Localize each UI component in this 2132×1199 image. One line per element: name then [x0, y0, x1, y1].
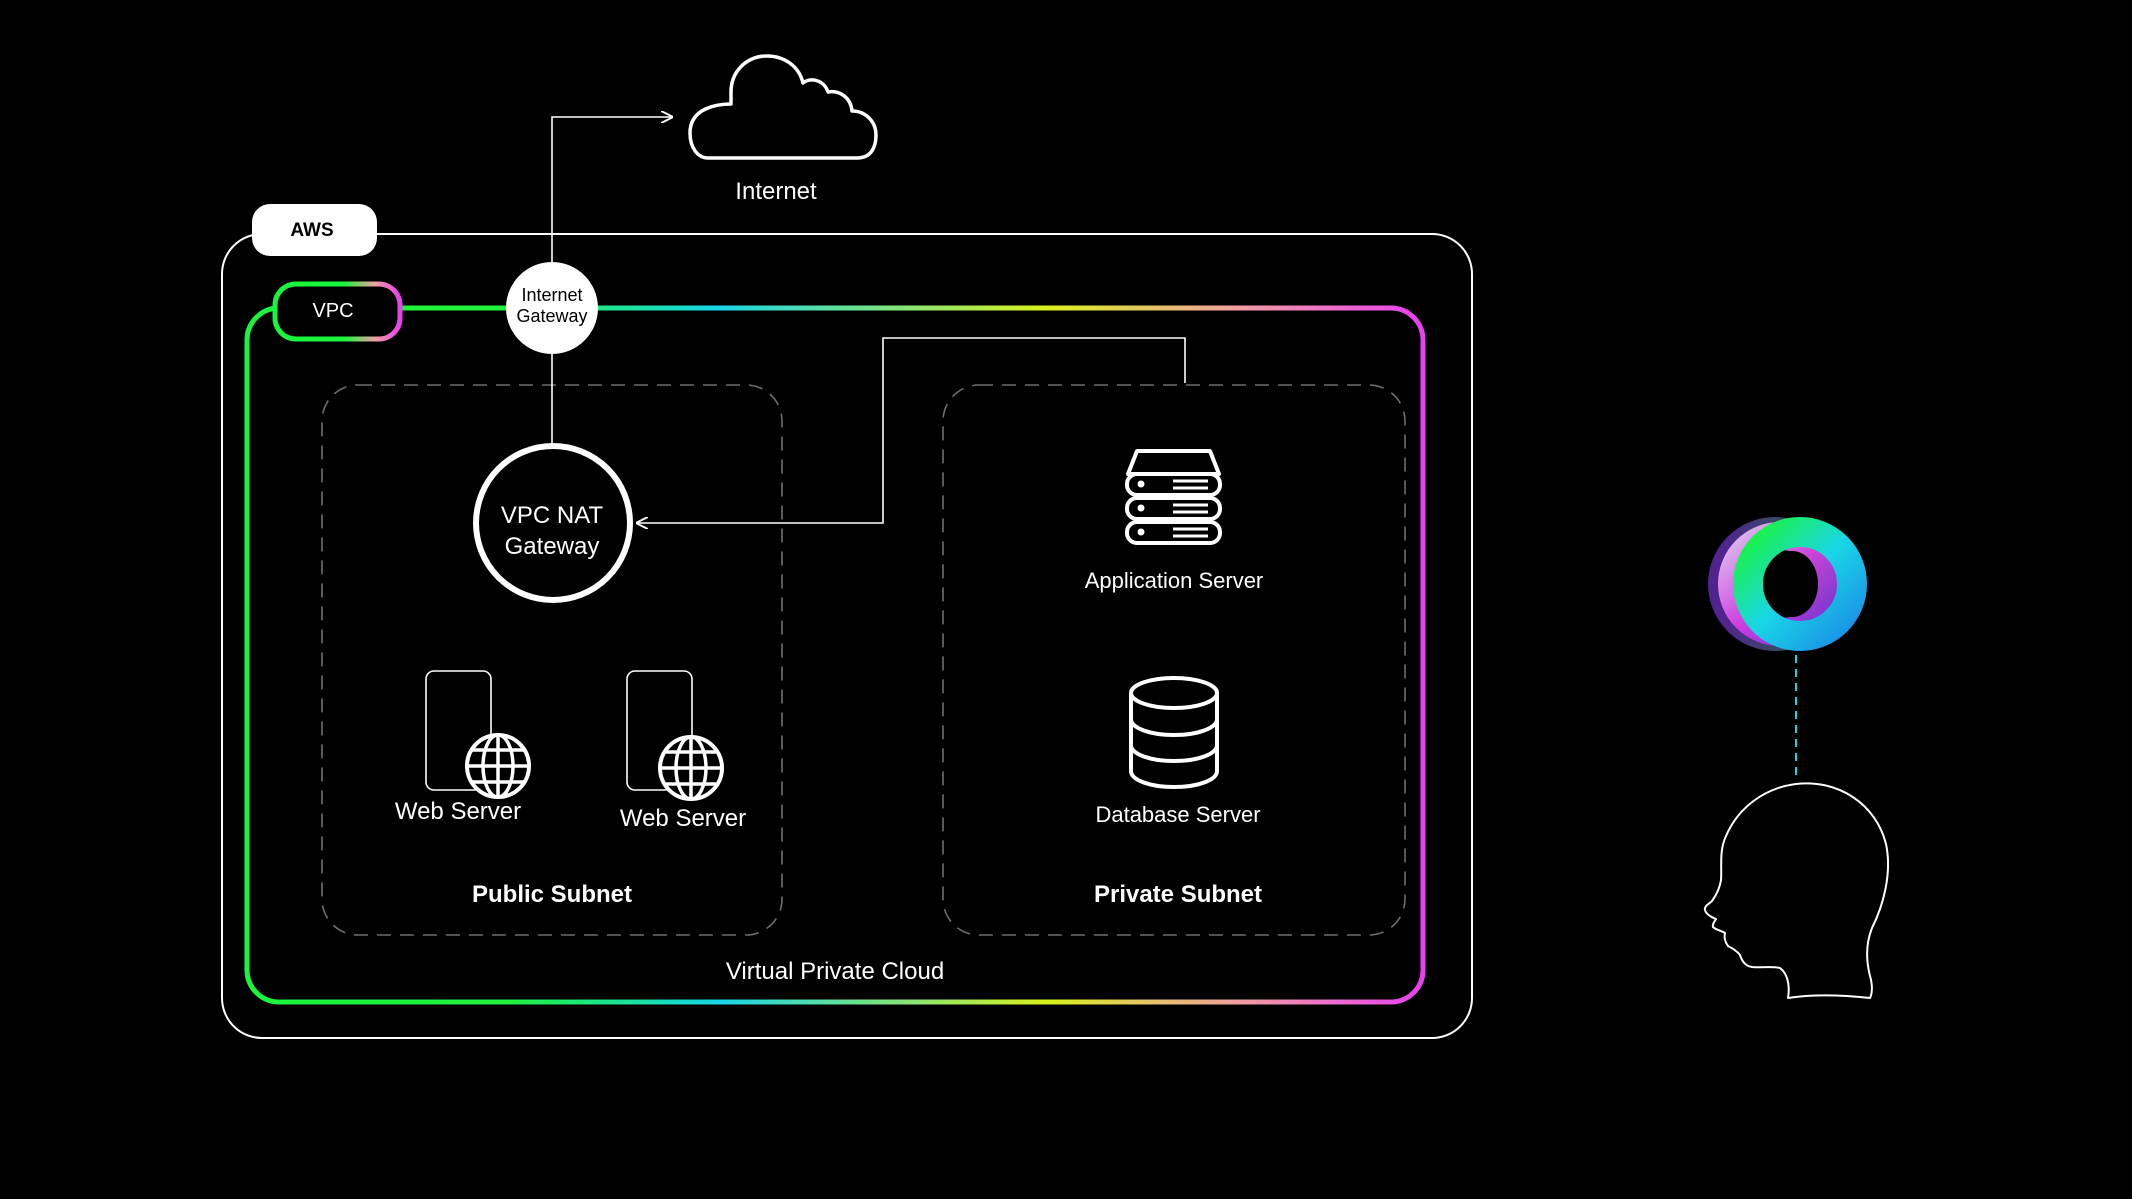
nat-gateway-label-line1: VPC NAT	[501, 502, 604, 529]
web-server-2: Web Server	[620, 670, 746, 832]
internet-gateway-label-line2: Gateway	[516, 306, 587, 326]
internet-gateway-label-line1: Internet	[521, 285, 582, 305]
ring-logo-icon	[1708, 517, 1867, 651]
nat-gateway-label-line2: Gateway	[505, 533, 600, 560]
public-subnet-label: Public Subnet	[472, 881, 632, 908]
gateway-to-internet-line	[551, 117, 672, 262]
nat-gateway-node: VPC NAT Gateway	[473, 443, 633, 603]
server-rack-icon	[1125, 449, 1222, 545]
application-server-label: Application Server	[1085, 568, 1264, 593]
internet-gateway-node: Internet Gateway	[506, 262, 598, 354]
vpc-caption: Virtual Private Cloud	[726, 958, 944, 985]
web-server-2-label: Web Server	[620, 805, 746, 832]
web-server-1-label: Web Server	[395, 798, 521, 825]
database-icon	[1129, 676, 1219, 790]
aws-badge-label: AWS	[290, 220, 333, 241]
vpc-container	[244, 305, 1426, 1005]
vpc-tag: VPC	[272, 281, 403, 342]
vpc-tag-label: VPC	[312, 300, 353, 322]
private-to-nat-line	[637, 337, 1186, 523]
application-server: Application Server	[1085, 449, 1264, 593]
database-server-label: Database Server	[1095, 802, 1260, 827]
aws-container	[221, 233, 1473, 1039]
web-server-globe-icon	[425, 670, 531, 799]
cloud-icon	[688, 54, 878, 160]
private-subnet-label: Private Subnet	[1094, 881, 1262, 908]
private-subnet-box	[942, 384, 1406, 936]
user-head-icon	[1703, 782, 1889, 999]
web-server-globe-icon	[626, 670, 724, 801]
aws-badge: AWS	[252, 204, 377, 256]
database-server: Database Server	[1095, 676, 1261, 827]
web-server-1: Web Server	[395, 670, 531, 825]
internet-label: Internet	[735, 178, 817, 205]
